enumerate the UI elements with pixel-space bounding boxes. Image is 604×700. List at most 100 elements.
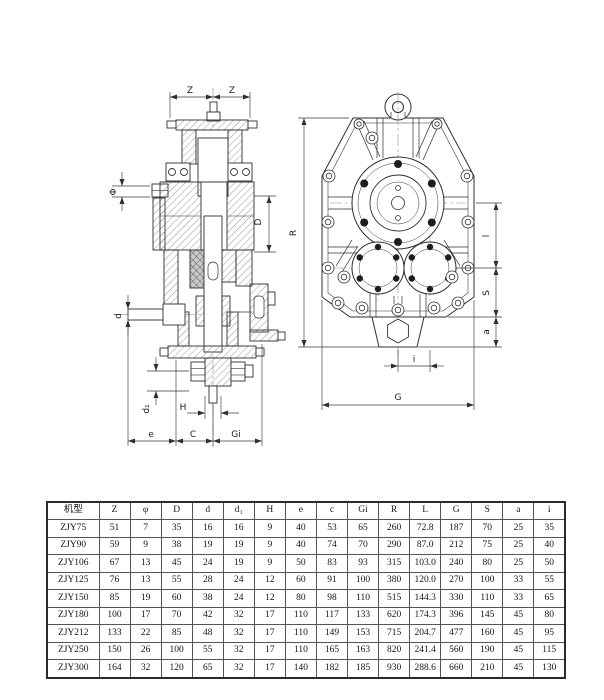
value-cell: 45 [502,624,535,643]
front-view [321,92,475,358]
value-cell: 620 [378,606,411,626]
value-cell: 115 [533,641,566,661]
value-cell: 930 [378,659,411,679]
dim-label-S: S [482,290,492,296]
value-cell: 204.7 [409,624,442,643]
value-cell: 25 [502,554,535,573]
value-cell: 60 [160,589,193,608]
dim-label-a: a [482,329,492,335]
output-flange-left-bolts [356,243,400,293]
model-cell: ZJY75 [46,519,100,538]
value-cell: 70 [160,606,193,626]
value-cell: 110 [284,624,317,643]
value-cell: 38 [191,589,224,608]
value-cell: 33 [502,589,535,608]
value-cell: 9 [129,536,162,556]
dim-label-phi: Φ [109,188,119,195]
value-cell: 185 [346,659,380,679]
value-cell: 145 [471,606,504,626]
value-cell: 51 [98,519,131,538]
dim-label-d: d [114,313,124,319]
front-view-dim-labels: R l S a i G [289,230,492,403]
dim-label-G: G [395,393,402,403]
value-cell: 100 [160,641,193,661]
value-cell: 32 [129,659,162,679]
value-cell: 60 [284,571,317,591]
value-cell: 24 [222,589,255,608]
column-header: e [284,501,317,520]
upper-bearings [165,162,253,182]
value-cell: 65 [191,659,224,679]
column-header: G [440,501,473,520]
value-cell: 380 [378,571,411,591]
value-cell: 93 [346,554,380,573]
drain-bracket [371,316,425,348]
column-header: 机型 [46,501,100,520]
main-flange-bolts [360,160,436,246]
value-cell: 45 [502,641,535,661]
main-gear-band [152,181,255,251]
value-cell: 17 [253,606,286,626]
value-cell: 820 [378,641,411,661]
value-cell: 16 [191,519,224,538]
value-cell: 17 [253,659,286,679]
value-cell: 13 [129,571,162,591]
model-cell: ZJY212 [46,624,100,643]
value-cell: 110 [471,589,504,608]
column-header: L [409,501,442,520]
value-cell: 98 [315,589,349,608]
value-cell: 212 [440,536,473,556]
value-cell: 17 [129,606,162,626]
value-cell: 117 [315,606,349,626]
value-cell: 91 [315,571,349,591]
value-cell: 40 [284,519,317,538]
value-cell: 165 [315,641,349,661]
value-cell: 210 [471,659,504,679]
value-cell: 19 [222,554,255,573]
value-cell: 24 [191,554,224,573]
value-cell: 182 [315,659,349,679]
vertical-shaft [195,215,231,353]
drain-plug-hex [387,318,409,344]
column-header: c [315,501,349,520]
dim-label-e: e [148,430,154,440]
model-cell: ZJY250 [46,641,100,661]
value-cell: 83 [315,554,349,573]
value-cell: 67 [98,554,131,573]
gear-chamber [163,249,253,347]
housing-bolts [321,118,475,317]
dim-label-G1: Gi [231,430,240,440]
column-header: Gi [346,501,380,520]
value-cell: 32 [222,641,255,661]
model-cell: ZJY300 [46,659,100,679]
value-cell: 130 [533,659,566,679]
output-shaft-left [127,303,186,326]
value-cell: 120 [160,659,193,679]
value-cell: 32 [222,606,255,626]
value-cell: 288.6 [409,659,442,679]
value-cell: 24 [222,571,255,591]
value-cell: 48 [191,624,224,643]
value-cell: 74 [315,536,349,556]
value-cell: 80 [471,554,504,573]
value-cell: 35 [160,519,193,538]
value-cell: 270 [440,571,473,591]
dim-label-H: H [180,403,187,413]
value-cell: 149 [315,624,349,643]
dim-label-i: i [413,355,416,365]
value-cell: 315 [378,554,411,573]
left-view-dimensions [112,92,276,446]
input-shaft [206,101,221,122]
value-cell: 85 [160,624,193,643]
value-cell: 133 [346,606,380,626]
value-cell: 32 [222,624,255,643]
column-header: i [533,501,566,520]
value-cell: 80 [284,589,317,608]
